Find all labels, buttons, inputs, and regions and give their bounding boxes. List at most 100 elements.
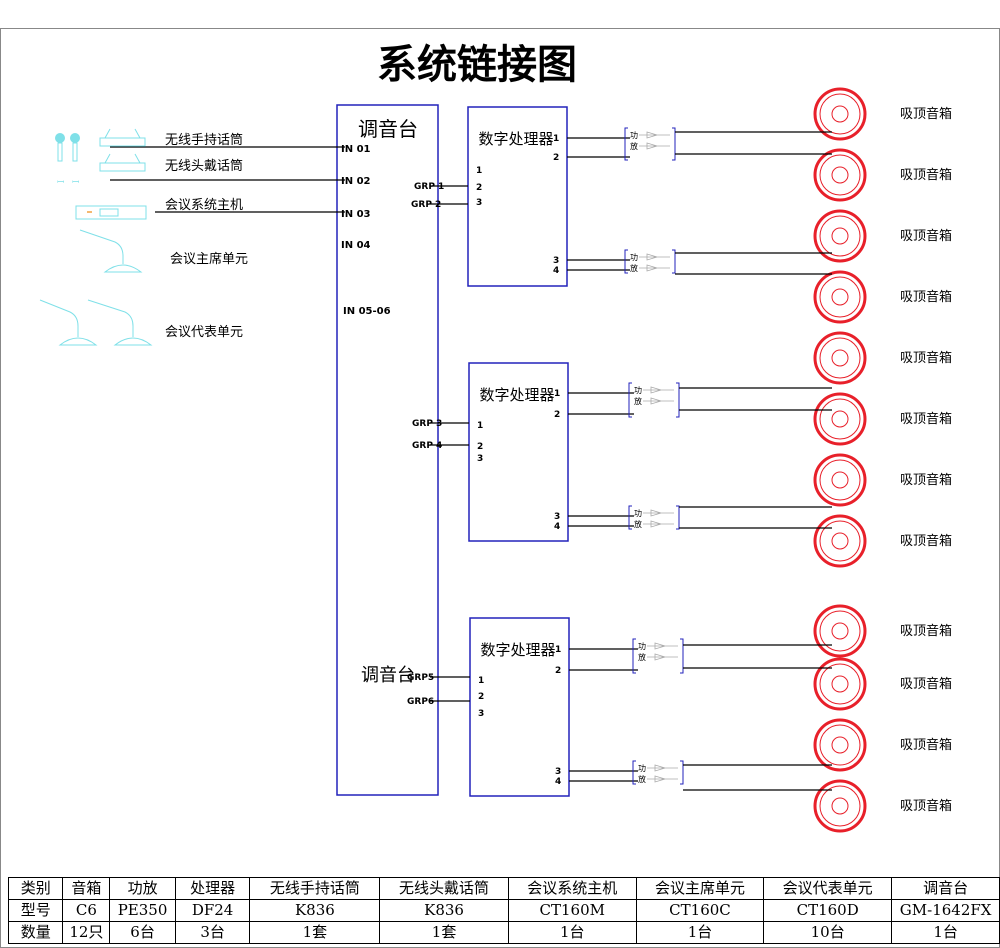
mixer-input-label: IN 02 <box>341 176 371 187</box>
dsp-input-label: 3 <box>476 198 482 208</box>
ceiling-speaker-cone-icon <box>831 736 849 754</box>
dsp-label: 数字处理器 <box>480 641 555 659</box>
wireless-receiver-icon <box>99 162 146 172</box>
dsp-output-label: 2 <box>555 666 561 676</box>
amp-bracket <box>632 638 636 674</box>
device-label: 会议系统主机 <box>165 198 243 213</box>
dsp-output-label: 2 <box>554 410 560 420</box>
mixer-label-bottom: 调音台 <box>361 665 415 686</box>
amplifier-icon <box>647 653 678 661</box>
gooseneck-mic-icon <box>87 299 134 337</box>
ceiling-speaker-cone-icon <box>831 797 849 815</box>
table-cell: CT160M <box>507 899 637 922</box>
antenna-icon <box>134 153 141 164</box>
speaker-label: 吸顶音箱 <box>900 472 952 488</box>
ceiling-speaker-icon <box>819 724 861 766</box>
ceiling-speaker-icon <box>819 610 861 652</box>
table-cell: 12只 <box>62 921 111 944</box>
amp-label: 放 <box>630 263 638 273</box>
device-label: 会议代表单元 <box>165 325 243 340</box>
amp-bracket <box>680 760 684 785</box>
ceiling-speaker-cone-icon <box>831 227 849 245</box>
table-row-header: 型号 <box>7 899 64 922</box>
grp-label: GRP5 <box>407 673 434 683</box>
speaker-label: 吸顶音箱 <box>900 798 952 814</box>
ceiling-speaker-icon <box>813 392 867 446</box>
device-label: 无线头戴话筒 <box>165 158 243 174</box>
speaker-label: 吸顶音箱 <box>900 533 952 549</box>
grp-label: GRP 2 <box>411 200 441 210</box>
ceiling-speaker-icon <box>819 337 861 379</box>
speaker-label: 吸顶音箱 <box>900 411 952 427</box>
equipment-table: 类别音箱功放处理器无线手持话筒无线头戴话筒会议系统主机会议主席单元会议代表单元调… <box>7 877 1000 944</box>
antenna-icon <box>104 128 111 139</box>
table-cell: DF24 <box>174 899 251 922</box>
table-cell: 1套 <box>249 921 381 944</box>
mixer-input-label: IN 01 <box>341 144 371 155</box>
speaker-label: 吸顶音箱 <box>900 289 952 305</box>
dsp-input-label: 1 <box>476 166 482 176</box>
amp-bracket <box>628 382 632 418</box>
mic-base-icon <box>58 337 98 346</box>
table-cell: 会议代表单元 <box>763 877 893 900</box>
amp-bracket <box>632 760 636 785</box>
grp-label: GRP 1 <box>414 182 444 192</box>
handheld-mic-icon <box>72 142 78 162</box>
speaker-label: 吸顶音箱 <box>900 228 952 244</box>
ceiling-speaker-icon <box>813 779 867 833</box>
table-cell: 无线手持话筒 <box>249 877 381 900</box>
ceiling-speaker-icon <box>813 331 867 385</box>
amp-bracket <box>680 638 684 674</box>
table-cell: 1台 <box>507 921 637 944</box>
dsp-output-label: 4 <box>554 522 560 532</box>
device-label: 无线手持话筒 <box>165 132 243 148</box>
ceiling-speaker-icon <box>813 270 867 324</box>
ceiling-speaker-cone-icon <box>831 532 849 550</box>
headset-mic-icon: ꟷ <box>72 178 79 188</box>
table-row-header: 类别 <box>7 877 64 900</box>
table-row: 类别音箱功放处理器无线手持话筒无线头戴话筒会议系统主机会议主席单元会议代表单元调… <box>7 877 1000 900</box>
dsp-input-label: 2 <box>476 183 482 193</box>
dsp-output-label: 2 <box>553 153 559 163</box>
conference-host-icon <box>75 205 147 220</box>
dsp-output-label: 1 <box>553 134 559 144</box>
ceiling-speaker-icon <box>813 604 867 658</box>
table-cell: 处理器 <box>174 877 251 900</box>
table-cell: K836 <box>379 899 509 922</box>
ceiling-speaker-icon <box>819 520 861 562</box>
amp-bracket <box>676 505 680 530</box>
dsp-input-label: 3 <box>478 709 484 719</box>
gooseneck-mic-icon <box>79 229 124 264</box>
dsp-box <box>467 106 568 287</box>
table-cell: 6台 <box>109 921 176 944</box>
mic-base-icon <box>103 264 143 273</box>
amp-bracket <box>624 249 628 274</box>
amplifier-icon <box>639 131 670 139</box>
ceiling-speaker-cone-icon <box>831 288 849 306</box>
ceiling-speaker-icon <box>813 657 867 711</box>
amp-label: 功 <box>630 252 638 262</box>
amplifier-icon <box>647 775 678 783</box>
amp-label: 放 <box>630 141 638 151</box>
page-frame <box>0 28 1000 948</box>
amplifier-icon <box>643 509 674 517</box>
amplifier-icon <box>647 764 678 772</box>
table-row-header: 数量 <box>7 921 64 944</box>
handheld-mic-icon <box>55 133 65 143</box>
amplifier-icon <box>639 253 670 261</box>
dsp-label: 数字处理器 <box>479 386 554 404</box>
table-cell: K836 <box>249 899 381 922</box>
table-cell: 10台 <box>763 921 893 944</box>
dsp-box <box>468 362 569 542</box>
mixer-input-label: IN 04 <box>341 240 371 251</box>
mixer-label-top: 调音台 <box>358 117 418 141</box>
amplifier-icon <box>643 386 674 394</box>
dsp-output-label: 3 <box>554 512 560 522</box>
table-cell: 1套 <box>379 921 509 944</box>
table-cell: C6 <box>62 899 111 922</box>
ceiling-speaker-cone-icon <box>831 166 849 184</box>
